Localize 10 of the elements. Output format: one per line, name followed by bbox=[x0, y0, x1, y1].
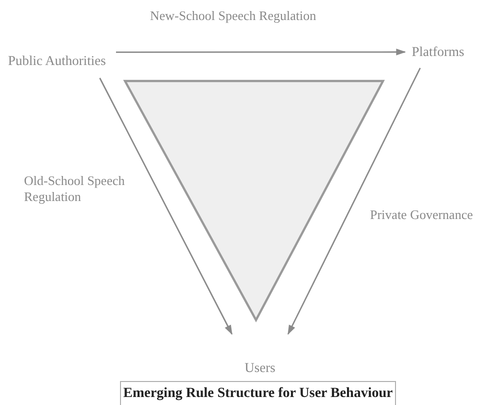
caption-box: Emerging Rule Structure for User Behaviour bbox=[120, 381, 396, 405]
actor-label: Public Authorities bbox=[8, 53, 106, 69]
actor-label: Platforms bbox=[412, 44, 464, 60]
edge-label: New-School Speech Regulation bbox=[150, 8, 316, 24]
actor-label: Users bbox=[244, 360, 276, 376]
arrow bbox=[288, 68, 421, 335]
arrow bbox=[99, 78, 232, 335]
edge-label: Old-School Speech Regulation bbox=[24, 173, 126, 206]
arrow bbox=[116, 48, 406, 56]
edge-label: Private Governance bbox=[370, 207, 473, 224]
